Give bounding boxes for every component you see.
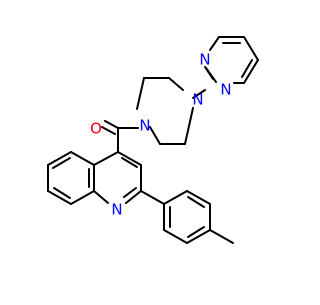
bond: [47, 190, 72, 205]
bond: [125, 190, 142, 204]
atom-label-oxygen: O: [90, 120, 102, 138]
bond: [168, 77, 184, 91]
bond: [101, 126, 116, 135]
atom-label-nitrogen-quinoline: N: [111, 201, 122, 219]
bond: [149, 126, 161, 145]
atom-label-nitrogen-piperazine-right: N: [192, 91, 203, 109]
bond: [52, 157, 71, 169]
atom-label-nitrogen-pyrimidine-bottom: N: [220, 81, 231, 99]
bond: [204, 66, 214, 80]
bond: [241, 59, 253, 78]
bond: [93, 190, 109, 204]
bond: [117, 151, 142, 166]
bond: [121, 157, 138, 168]
bond: [104, 120, 119, 129]
bond: [163, 190, 188, 205]
bond: [136, 77, 145, 110]
bond: [47, 151, 72, 166]
bond: [187, 226, 205, 238]
bond: [163, 229, 188, 244]
chemical-structure-diagram: O N N N N N: [47, 36, 259, 244]
bond: [93, 151, 119, 166]
bond: [140, 190, 165, 205]
atom-label-nitrogen-piperazine-left: N: [139, 117, 150, 135]
bond: [209, 36, 220, 51]
bond: [209, 229, 234, 244]
bond-lines: [47, 36, 259, 244]
bond: [70, 151, 95, 166]
atom-labels: O N N N N N: [90, 51, 232, 219]
bond: [186, 229, 211, 244]
bond: [70, 190, 95, 205]
bond: [243, 36, 259, 61]
atom-label-nitrogen-pyrimidine-top: N: [199, 51, 210, 69]
bond: [186, 190, 211, 205]
bond: [243, 59, 259, 84]
bond: [123, 187, 137, 198]
bond: [184, 107, 194, 145]
bond: [192, 89, 206, 99]
bond: [53, 187, 71, 199]
bond: [187, 196, 205, 208]
molecule-svg: O N N N N N: [47, 36, 259, 244]
